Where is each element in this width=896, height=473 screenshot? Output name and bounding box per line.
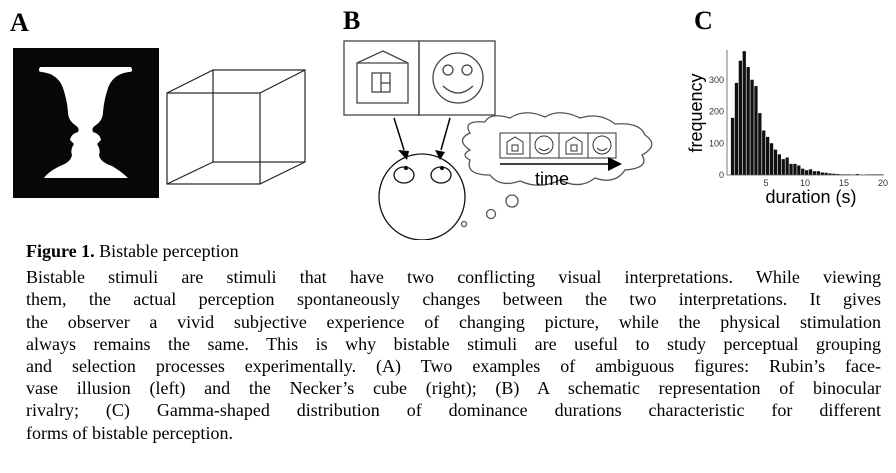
caption-line: rivalry; (C) Gamma-shaped distribution o…	[26, 400, 881, 421]
caption-title: Figure 1. Bistable perception	[26, 240, 881, 262]
histogram-bar	[793, 163, 797, 175]
histogram-bar	[828, 173, 832, 175]
y-axis-label: frequency	[686, 73, 706, 152]
caption-line: them, the actual perception spontaneousl…	[26, 289, 881, 310]
binocular-rivalry-diagram	[343, 40, 653, 240]
x-axis-label: duration (s)	[765, 187, 856, 207]
y-tick-label: 0	[719, 170, 724, 180]
histogram-bar	[762, 130, 766, 175]
caption-line: always remains the same. This is why bis…	[26, 333, 881, 354]
caption-line: forms of bistable perception.	[26, 422, 233, 443]
caption-line: the observer a vivid subjective experien…	[26, 311, 881, 332]
percept-sequence	[499, 132, 617, 159]
arrowheads	[398, 150, 445, 160]
caption-line: and selection processes experimentally. …	[26, 356, 881, 377]
histogram-bar	[769, 143, 774, 175]
histogram-bar	[730, 117, 735, 175]
histogram-bar	[738, 60, 742, 176]
histogram-bar	[801, 168, 805, 175]
y-tick-label: 300	[709, 75, 724, 85]
x-tick-label: 10	[800, 178, 810, 188]
x-tick-label: 5	[763, 178, 768, 188]
histogram-bar	[773, 149, 778, 175]
rubin-vase-illustration	[13, 48, 159, 198]
panel-label-c: C	[694, 6, 713, 35]
face-stimulus-box	[418, 40, 496, 116]
histogram-bar	[820, 172, 824, 175]
caption-line: Bistable stimuli are stimuli that have t…	[26, 267, 881, 288]
figure-caption: Figure 1. Bistable perception Bistable s…	[26, 240, 881, 444]
panel-label-b: B	[343, 6, 361, 35]
caption-line: vase illusion (left) and the Necker’s cu…	[26, 378, 881, 399]
head-with-eyes	[378, 153, 466, 240]
histogram-bar	[836, 174, 840, 175]
histogram-bar	[746, 67, 750, 175]
caption-label: Figure 1.	[26, 241, 95, 261]
histogram-bar	[758, 113, 762, 175]
thought-bubble	[460, 112, 653, 228]
histogram-bar	[742, 51, 746, 175]
caption-title-text: Bistable perception	[94, 241, 239, 261]
histogram-bar	[785, 157, 789, 175]
x-tick-label: 20	[878, 178, 888, 188]
histogram-bar	[754, 86, 758, 175]
histogram-bar	[805, 170, 809, 175]
histogram-bar	[808, 169, 813, 175]
histogram-bar	[832, 173, 836, 175]
histogram-bar	[789, 163, 793, 175]
panel-label-a: A	[10, 8, 29, 37]
histogram-bar	[812, 171, 817, 175]
histogram-bar	[797, 165, 801, 175]
histogram-bar	[777, 154, 781, 175]
histogram-bar	[781, 159, 785, 175]
y-tick-label: 100	[709, 138, 724, 148]
histogram-bar	[855, 174, 859, 175]
histogram-bar	[750, 79, 754, 175]
house-icon	[356, 50, 409, 104]
time-arrowhead	[608, 157, 622, 171]
histogram-bar	[734, 82, 739, 175]
necker-cube-illustration	[166, 69, 306, 185]
time-label: time	[535, 169, 569, 189]
y-tick-label: 200	[709, 107, 724, 117]
x-tick-label: 15	[839, 178, 849, 188]
histogram-bar	[766, 136, 770, 175]
histogram-bar	[824, 172, 828, 175]
eye-arrows	[393, 117, 451, 151]
histogram-bar	[816, 171, 820, 175]
smiley-face-icon	[432, 52, 484, 104]
